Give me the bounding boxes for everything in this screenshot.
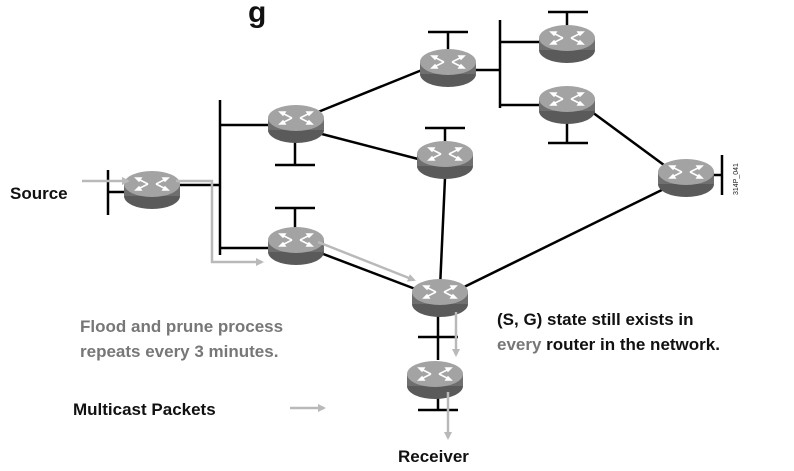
- router-icon-receiver-side: [406, 360, 464, 400]
- diagram-title-fragment: g: [248, 0, 266, 29]
- lan-segment-router3-top: [275, 206, 315, 230]
- state-note-rest: router in the network.: [541, 335, 720, 354]
- router-icon-lower-left: [267, 226, 325, 266]
- source-label: Source: [10, 184, 68, 203]
- multicast-flow: [82, 177, 460, 440]
- state-note-line1: (S, G) state still exists in: [497, 310, 694, 329]
- router-icon-source: [123, 170, 181, 210]
- router-icon-hub: [411, 278, 469, 318]
- router-icon-upper-left: [267, 104, 325, 144]
- lan-segment-receiver-router-top: [418, 310, 458, 360]
- router-icon-center: [416, 140, 474, 180]
- lan-segment-router2-bottom: [275, 140, 315, 167]
- router-icon-mid-right: [538, 85, 596, 125]
- legend-label: Multicast Packets: [73, 400, 216, 419]
- router-icon-top-right: [538, 24, 596, 64]
- links: [108, 40, 722, 292]
- flood-prune-note-line1: Flood and prune process: [80, 317, 283, 336]
- state-note-line2: every router in the network.: [497, 335, 720, 354]
- receiver-label: Receiver: [398, 447, 469, 466]
- router-icon-top-center: [419, 48, 477, 88]
- router-icon-far-right: [657, 158, 715, 198]
- figure-code: 314P_041: [733, 163, 740, 195]
- flood-prune-note-line2: repeats every 3 minutes.: [80, 342, 278, 361]
- state-note-every: every: [497, 335, 542, 354]
